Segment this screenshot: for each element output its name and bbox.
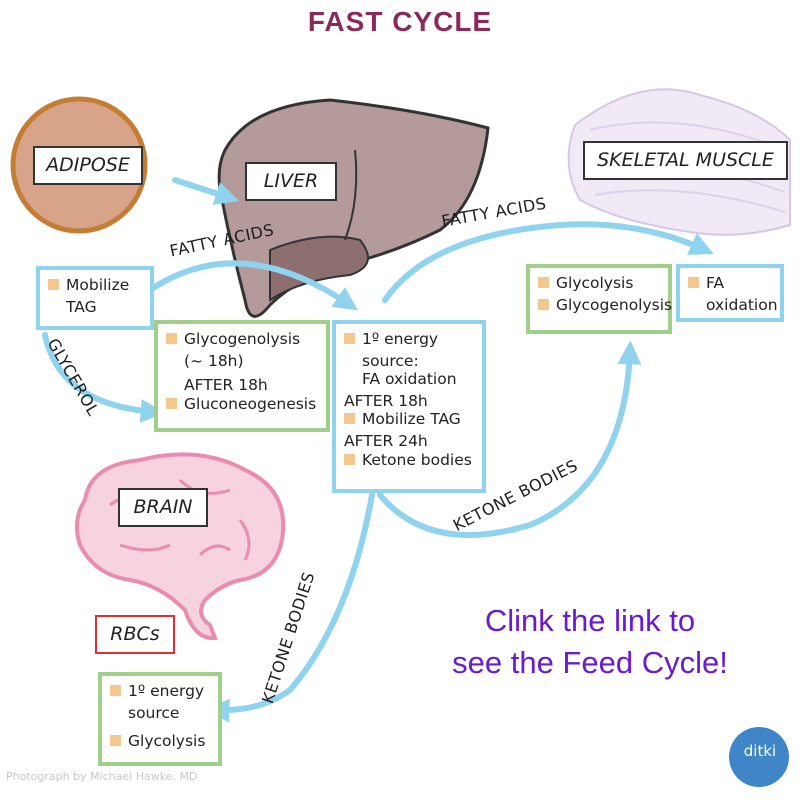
list-item: Mobilize — [48, 276, 142, 295]
time-heading: AFTER 24h — [344, 431, 428, 450]
list-item-continued: source: — [362, 351, 419, 370]
ditki-logo[interactable] — [729, 727, 789, 787]
ditki-logo-text[interactable]: ditki — [743, 742, 777, 760]
bullet-icon — [688, 277, 699, 288]
list-item: Mobilize TAG — [344, 410, 474, 429]
list-item: Glycogenolysis — [166, 330, 318, 349]
list-item: Glycolysis — [110, 732, 210, 751]
time-heading: AFTER 18h — [184, 376, 268, 395]
brain-label: BRAIN — [118, 488, 208, 527]
list-item: 1º energy — [110, 682, 210, 701]
bullet-icon — [344, 333, 355, 344]
list-item-continued: (~ 18h) — [184, 351, 244, 370]
muscle-glycolysis-box: Glycolysis Glycogenolysis — [526, 264, 672, 334]
liver-illustration — [217, 98, 490, 318]
skeletal-muscle-label: SKELETAL MUSCLE — [583, 141, 788, 180]
list-item-continued: source — [128, 703, 180, 722]
bullet-icon — [538, 298, 549, 310]
photo-credit: Photograph by Michael Hawke, MD — [6, 770, 198, 783]
page-title: FAST CYCLE — [307, 6, 493, 37]
muscle-fa-oxidation-box: FA oxidation — [676, 264, 784, 322]
list-item-continued: oxidation — [706, 295, 778, 314]
list-item-continued: TAG — [66, 297, 97, 316]
feed-cycle-link-line2[interactable]: see the Feed Cycle! — [452, 644, 728, 680]
list-item: FA — [688, 274, 772, 293]
list-item: Ketone bodies — [344, 451, 474, 470]
list-item: 1º energy — [344, 330, 474, 349]
feed-cycle-link-line1[interactable]: Clink the link to — [484, 603, 696, 638]
bullet-icon — [110, 685, 121, 696]
liver-box: Glycogenolysis (~ 18h) AFTER 18h Glucone… — [154, 320, 330, 432]
bullet-icon — [166, 397, 177, 409]
rbcs-label: RBCs — [95, 615, 175, 654]
rbc-box: 1º energy source Glycolysis — [98, 672, 222, 766]
center-box: 1º energy source: FA oxidation AFTER 18h… — [332, 320, 486, 493]
bullet-icon — [538, 277, 549, 288]
list-item: Gluconeogenesis — [166, 395, 318, 414]
list-item: Glycolysis — [538, 274, 660, 293]
bullet-icon — [48, 279, 59, 290]
bullet-icon — [166, 333, 177, 344]
list-item-continued: FA oxidation — [362, 370, 457, 389]
brain-illustration — [74, 452, 286, 641]
bullet-icon — [344, 453, 355, 465]
pathway-arrows — [42, 177, 714, 723]
bullet-icon — [110, 735, 121, 747]
bullet-icon — [344, 413, 355, 425]
adipose-label: ADIPOSE — [33, 146, 143, 185]
time-heading: AFTER 18h — [344, 391, 428, 410]
list-item: Glycogenolysis — [538, 296, 672, 315]
adipose-box: Mobilize TAG — [36, 266, 154, 330]
feed-cycle-link[interactable]: Clink the link to see the Feed Cycle! — [380, 600, 800, 684]
liver-label: LIVER — [245, 162, 337, 201]
